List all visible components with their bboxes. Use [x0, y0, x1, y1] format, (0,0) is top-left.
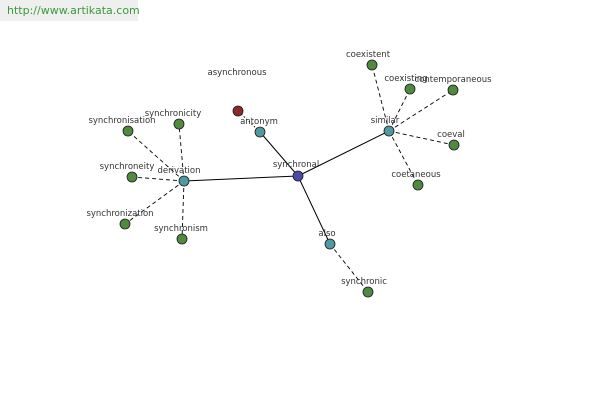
edge-similar-coetaneous	[388, 130, 419, 186]
label-coexisting: coexisting	[384, 74, 427, 84]
node-antonym[interactable]	[254, 126, 266, 138]
label-synchronicity: synchronicity	[145, 109, 202, 119]
edge-derivation-synchronicity	[178, 123, 185, 182]
edges	[124, 64, 455, 293]
node-contemporaneous[interactable]	[447, 84, 459, 96]
label-coexistent: coexistent	[346, 50, 391, 60]
node-synchronicity[interactable]	[173, 118, 185, 130]
label-synchronic: synchronic	[341, 277, 387, 287]
nodes	[119, 59, 460, 298]
edge-synchronal-antonym	[259, 131, 299, 177]
edge-also-synchronic	[329, 243, 369, 293]
node-synchronization[interactable]	[119, 218, 131, 230]
node-derivation[interactable]	[178, 175, 190, 187]
edge-similar-coexisting	[388, 88, 411, 132]
node-synchronisation[interactable]	[122, 125, 134, 137]
edge-derivation-synchroneity	[131, 176, 185, 182]
label-antonym: antonym	[240, 117, 278, 127]
label-also: also	[318, 229, 335, 239]
label-coetaneous: coetaneous	[391, 170, 441, 180]
node-synchronism[interactable]	[176, 233, 188, 245]
node-also[interactable]	[324, 238, 336, 250]
edge-derivation-synchronism	[181, 180, 185, 240]
label-coeval: coeval	[437, 130, 465, 140]
node-coexisting[interactable]	[404, 83, 416, 95]
edge-synchronal-also	[297, 175, 331, 245]
label-synchronal: synchronal	[273, 160, 319, 170]
edge-similar-coexistent	[371, 64, 390, 132]
label-contemporaneous: contemporaneous	[414, 75, 492, 85]
label-asynchronous: asynchronous	[207, 68, 267, 78]
label-similar: similar	[371, 116, 400, 126]
node-similar[interactable]	[383, 125, 395, 137]
node-coexistent[interactable]	[366, 59, 378, 71]
label-synchronization: synchronization	[86, 209, 153, 219]
node-asynchronous[interactable]	[232, 105, 244, 117]
edge-derivation-synchronization	[124, 180, 185, 225]
label-synchronisation: synchronisation	[88, 116, 155, 126]
edge-similar-contemporaneous	[388, 89, 454, 132]
labels: synchronal antonym asynchronous derivati…	[86, 50, 492, 287]
edge-synchronal-similar	[297, 130, 390, 177]
node-synchronic[interactable]	[362, 286, 374, 298]
label-synchroneity: synchroneity	[100, 162, 155, 172]
label-synchronism: synchronism	[154, 224, 208, 234]
label-derivation: derivation	[157, 166, 200, 176]
watermark-url: http://www.artikata.com	[0, 0, 140, 21]
edge-synchronal-derivation	[183, 175, 299, 182]
edge-derivation-synchronisation	[127, 130, 185, 182]
node-synchronal[interactable]	[292, 170, 304, 182]
node-coetaneous[interactable]	[412, 179, 424, 191]
node-coeval[interactable]	[448, 139, 460, 151]
node-synchroneity[interactable]	[126, 171, 138, 183]
